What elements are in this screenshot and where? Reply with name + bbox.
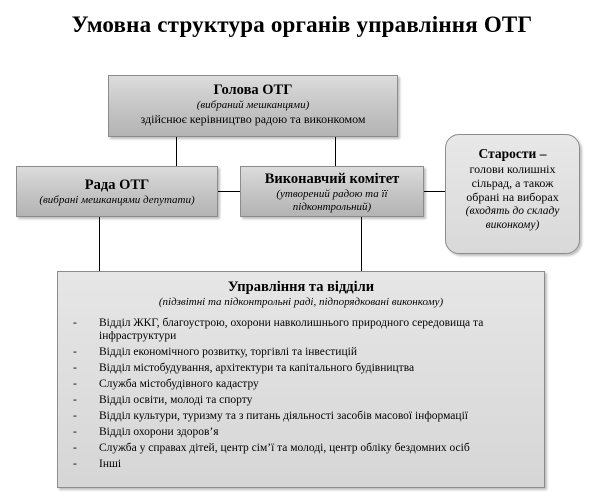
executive-note: (утворений радою та її підконтрольний) (276, 188, 388, 213)
list-item: - Відділ культури, туризму та з питань ді… (73, 410, 532, 423)
list-item-text: Відділ містобудування, архітектури та ка… (99, 362, 415, 374)
head-box: Голова ОТГ (вибраний мешканцями) здійсню… (108, 75, 398, 137)
list-item: - Служба у справах дітей, центр сім’ї та … (73, 442, 532, 455)
list-item-text: Відділ ЖКГ, благоустрою, охорони навколи… (99, 317, 484, 342)
starosty-desc: голови колишніх сільрад, а також обрані … (466, 162, 559, 204)
list-item-text: Відділ економічного розвитку, торгівлі т… (99, 346, 357, 358)
list-item-text: Відділ освіти, молоді та спорту (99, 394, 253, 406)
head-name: Голова ОТГ (213, 82, 293, 98)
bullet-dash: - (73, 378, 77, 390)
connector-executive-starosty (424, 191, 445, 192)
connector-rada-executive (218, 191, 240, 192)
departments-list: - Відділ ЖКГ, благоустрою, охорони навкол… (58, 317, 544, 471)
departments-note: (підзвітні та підконтрольні раді, підпор… (158, 296, 444, 308)
head-note: (вибраний мешканцями) (196, 99, 310, 111)
connector-head-executive (335, 137, 336, 166)
bullet-dash: - (73, 442, 77, 454)
list-item: - Відділ освіти, молоді та спорту (73, 394, 532, 407)
head-desc: здійснює керівництво радою та виконкомом (140, 112, 366, 126)
bullet-dash: - (73, 426, 77, 438)
bullet-dash: - (73, 410, 77, 422)
list-item: - Служба містобудівного кадастру (73, 378, 532, 391)
executive-committee-box: Виконавчий комітет (утворений радою та ї… (240, 166, 424, 217)
executive-name: Виконавчий комітет (264, 171, 400, 187)
list-item: - Відділ ЖКГ, благоустрою, охорони навкол… (73, 317, 532, 343)
list-item-text: Відділ культури, туризму та з питань дія… (99, 410, 468, 422)
list-item: - Відділ містобудування, архітектури та к… (73, 362, 532, 375)
bullet-dash: - (73, 346, 77, 358)
connector-rada-departments (99, 217, 100, 271)
bullet-dash: - (73, 317, 77, 329)
list-item: - Відділ охорони здоров’я (73, 426, 532, 439)
list-item-text: Відділ охорони здоров’я (99, 426, 219, 438)
list-item: - Інші (73, 458, 532, 471)
council-box: Рада ОТГ (вибрані мешканцями депутати) (16, 166, 218, 217)
diagram-title: Умовна структура органів управління ОТГ (71, 12, 533, 37)
list-item-text: Служба містобудівного кадастру (99, 378, 259, 390)
list-item-text: Служба у справах дітей, центр сім’ї та м… (99, 442, 470, 454)
starosty-box: Старости – голови колишніх сільрад, а та… (445, 134, 580, 254)
starosty-name: Старости – (478, 146, 547, 161)
bullet-dash: - (73, 394, 77, 406)
council-note: (вибрані мешканцями депутати) (39, 194, 195, 206)
list-item: - Відділ економічного розвитку, торгівлі … (73, 346, 532, 359)
departments-box: Управління та відділи (підзвітні та підк… (57, 271, 545, 488)
list-item-text: Інші (99, 458, 122, 470)
bullet-dash: - (73, 458, 77, 470)
connector-head-rada (176, 137, 177, 166)
bullet-dash: - (73, 362, 77, 374)
departments-name: Управління та відділи (227, 279, 375, 295)
council-name: Рада ОТГ (84, 177, 150, 193)
connector-executive-departments (361, 217, 362, 271)
starosty-note: (входять до складу виконкому) (465, 205, 560, 231)
